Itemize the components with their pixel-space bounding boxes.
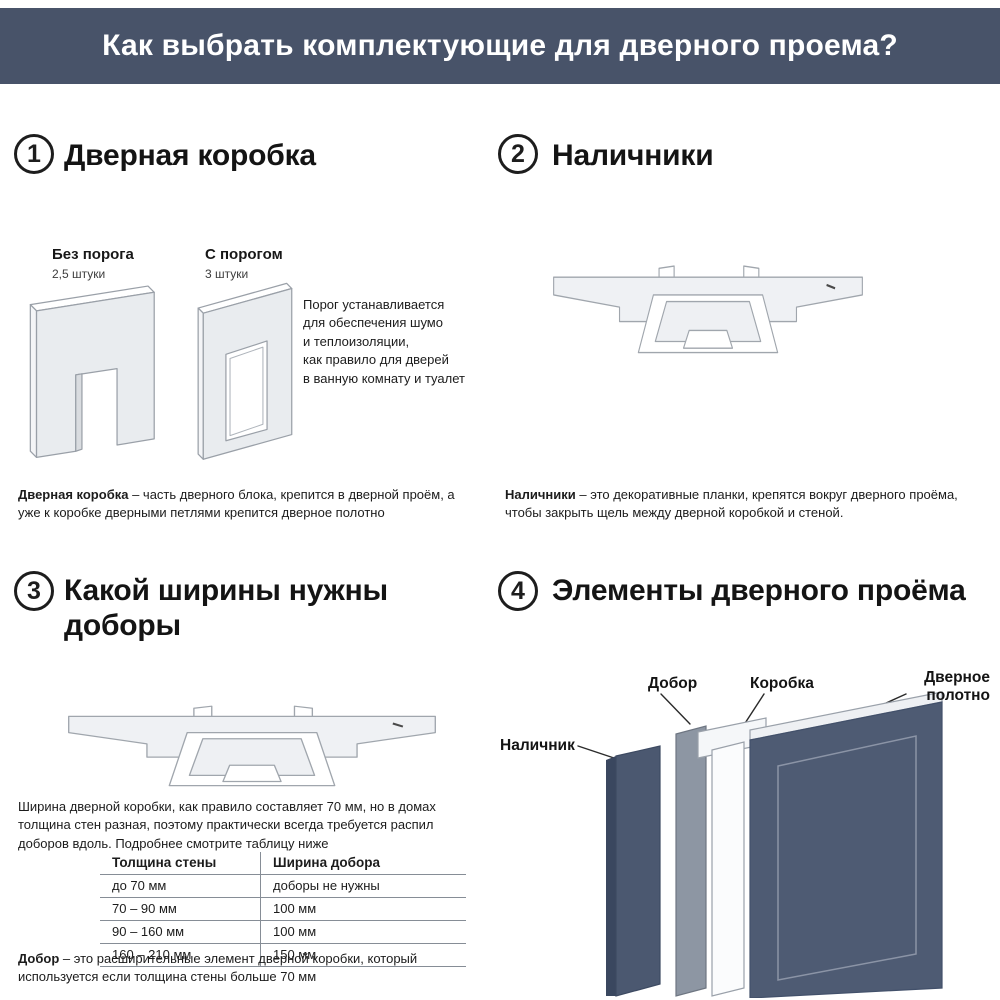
table-row: 90 – 160 мм 100 мм — [100, 920, 466, 944]
casing-board — [615, 745, 661, 997]
page-title-text: Как выбрать комплектующие для дверного п… — [102, 29, 898, 62]
section-3-title: Какой ширины нужны доборы — [64, 574, 388, 643]
doorway-frame — [654, 300, 762, 343]
dobor-illustration — [68, 705, 436, 787]
extension-leader-line — [660, 693, 691, 725]
casing-illustration — [553, 265, 863, 354]
dobor-board — [675, 725, 707, 997]
section-4-badge: 4 — [498, 571, 538, 611]
table-header-dobor-width: Ширина добора — [260, 852, 466, 875]
table-row: 70 – 90 мм 100 мм — [100, 897, 466, 921]
dobor-definition-term: Добор — [18, 951, 60, 966]
door-leaf-label-line1: Дверное — [924, 669, 990, 686]
wall-side-edge — [197, 307, 204, 460]
doorway-head — [222, 764, 282, 783]
section-4-number: 4 — [511, 576, 525, 605]
table-header-row: Толщина стены Ширина добора — [100, 852, 466, 875]
extension-label: Добор — [648, 675, 697, 692]
door-leaf-panel-line — [777, 735, 917, 981]
section-1-number: 1 — [27, 139, 41, 168]
doorway-elements-illustration: Наличник Добор Коробка Дверное полотно — [500, 669, 990, 998]
casing-definition: Наличники – это декоративные планки, кре… — [505, 486, 985, 523]
wall-no-threshold-illustration — [29, 285, 155, 459]
section-1-title: Дверная коробка — [64, 139, 316, 172]
casing-definition-text: – это декоративные планки, крепятся вокр… — [505, 487, 958, 521]
cell-thickness: 160 – 210 мм — [100, 943, 261, 967]
table-header-wall-thickness: Толщина стены — [100, 852, 261, 875]
casing-board-side — [606, 756, 616, 996]
dobor-definition: Добор – это расширительные элемент дверн… — [18, 950, 488, 987]
variant-no-threshold-qty: 2,5 штуки — [52, 267, 106, 281]
doorway-head — [682, 329, 734, 349]
section-4-title: Элементы дверного проёма — [552, 574, 966, 607]
section-2-badge: 2 — [498, 134, 538, 174]
door-jamb-shadow — [75, 373, 83, 452]
casing-definition-term: Наличники — [505, 487, 576, 502]
frame-definition-term: Дверная коробка — [18, 487, 129, 502]
dobor-width-table: Толщина стены Ширина добора до 70 мм доб… — [100, 852, 466, 967]
cell-width: 100 мм — [260, 920, 466, 944]
frame-jamb — [711, 741, 745, 997]
wall-front-face — [35, 291, 155, 459]
casing-leader-line — [577, 745, 615, 759]
frame-definition: Дверная коробка – часть дверного блока, … — [18, 486, 476, 523]
door-frame-inner-line — [229, 346, 264, 437]
variant-with-threshold-qty: 3 штуки — [205, 267, 249, 281]
door-handle-mark — [826, 283, 836, 290]
cell-thickness: до 70 мм — [100, 874, 261, 898]
table-row: 160 – 210 мм 150 мм — [100, 943, 466, 967]
wall-with-threshold-illustration — [197, 282, 293, 460]
dobor-intro: Ширина дверной коробки, как правило сост… — [18, 799, 436, 851]
door-leaf-label-line2: полотно — [926, 687, 990, 704]
dobor-definition-text: – это расширительные элемент дверной кор… — [18, 951, 418, 985]
door-leaf — [749, 701, 943, 998]
cell-width: доборы не нужны — [260, 874, 466, 898]
section-2-title: Наличники — [552, 139, 714, 172]
wall-side-edge — [29, 304, 38, 459]
section-3-number: 3 — [27, 576, 41, 605]
cell-thickness: 90 – 160 мм — [100, 920, 261, 944]
variant-no-threshold-label: Без порога — [52, 246, 134, 263]
frame-label: Коробка — [750, 675, 814, 692]
threshold-note: Порог устанавливается для обеспечения шу… — [303, 297, 465, 386]
cell-width: 150 мм — [260, 943, 466, 967]
page-title: Как выбрать комплектующие для дверного п… — [0, 8, 1000, 84]
door-handle-mark — [392, 722, 404, 728]
cell-thickness: 70 – 90 мм — [100, 897, 261, 921]
frame-definition-text: – часть дверного блока, крепится в дверн… — [18, 487, 455, 521]
variant-with-threshold-label: С порогом — [205, 246, 283, 263]
cell-width: 100 мм — [260, 897, 466, 921]
section-3-badge: 3 — [14, 571, 54, 611]
section-1-badge: 1 — [14, 134, 54, 174]
door-opening — [225, 340, 268, 442]
doorway-frame — [188, 738, 316, 777]
section-2-number: 2 — [511, 139, 525, 168]
casing-label: Наличник — [500, 737, 575, 754]
table-row: до 70 мм доборы не нужны — [100, 874, 466, 898]
